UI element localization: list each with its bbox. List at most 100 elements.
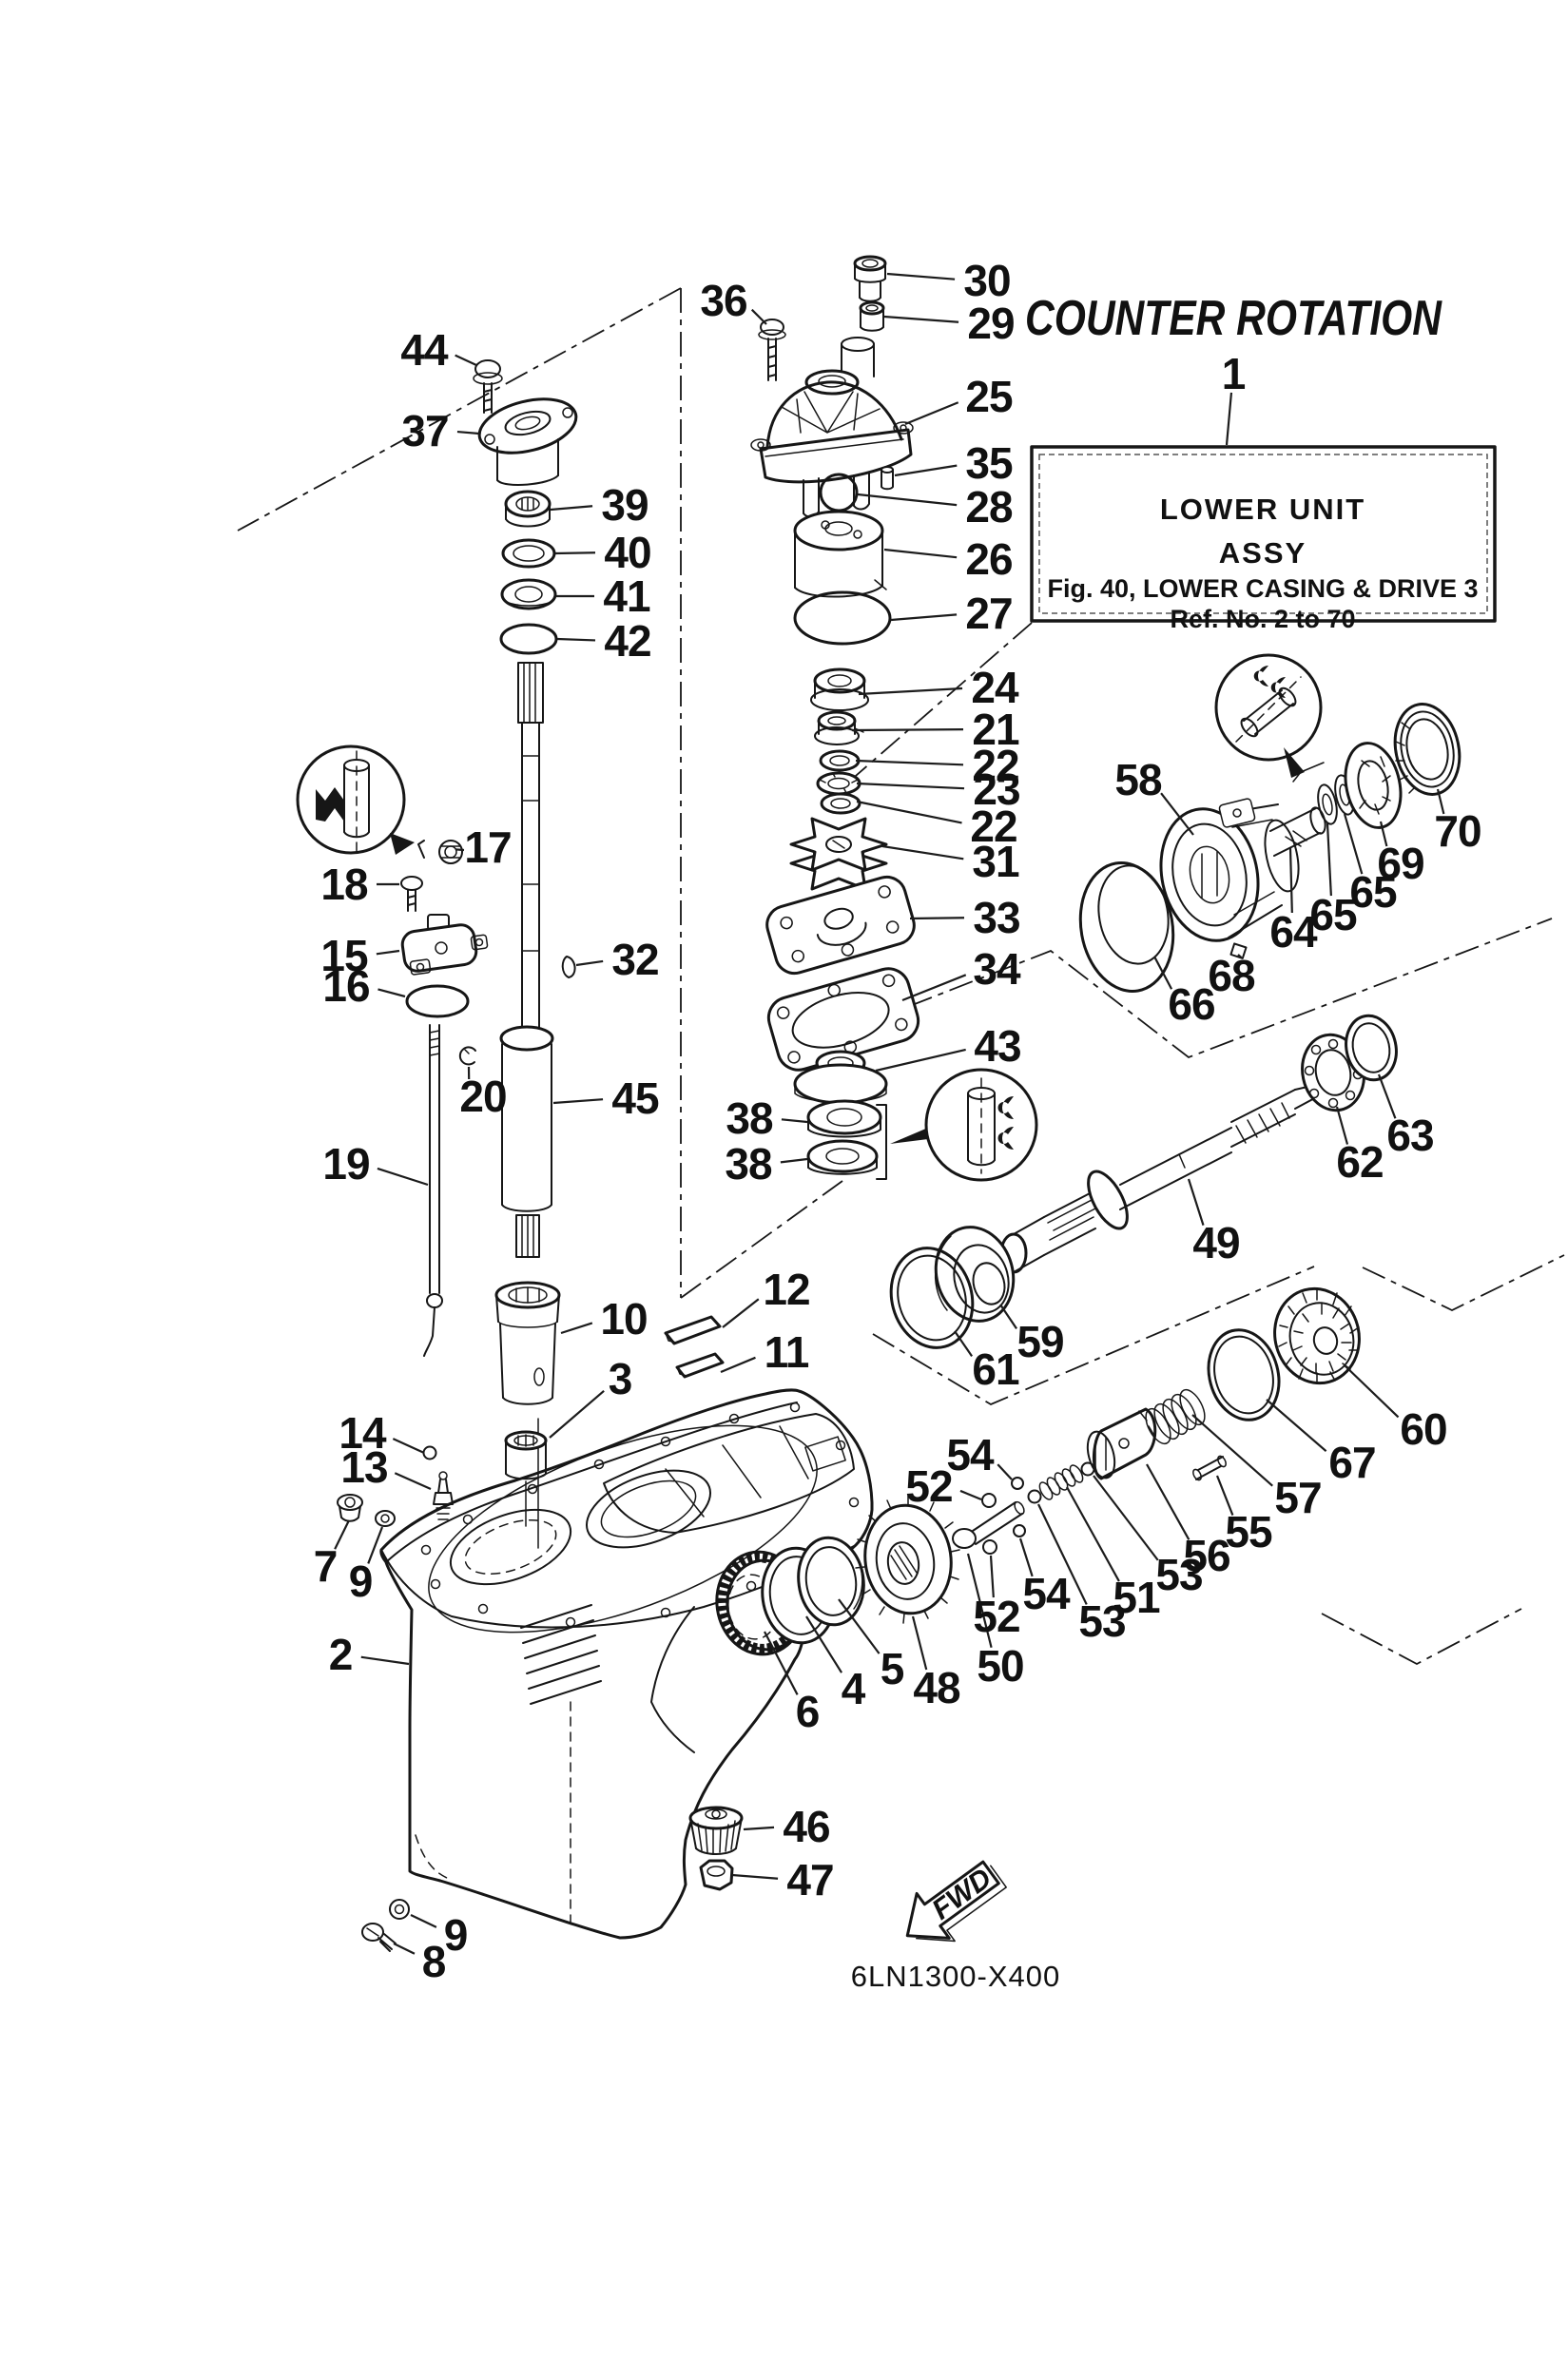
callout-66: 66 [1168, 979, 1214, 1029]
part-52a-ball [981, 1493, 997, 1508]
leader-35 [894, 464, 958, 477]
leader-68 [1237, 954, 1243, 958]
leader-52b [989, 1555, 995, 1598]
leader-32 [575, 959, 604, 967]
callout-41: 41 [603, 571, 650, 621]
leader-14 [392, 1438, 425, 1455]
deck-bores [449, 1469, 712, 1586]
part-20-e-clip [458, 1046, 476, 1066]
part-9b-washer [389, 1899, 410, 1920]
leader-37 [456, 430, 480, 435]
callout-4: 4 [842, 1664, 866, 1713]
callout-23: 23 [973, 764, 1019, 814]
leader-42 [556, 637, 596, 642]
leader-29 [883, 315, 959, 323]
callout-36: 36 [700, 276, 746, 325]
leader-54a [997, 1463, 1013, 1480]
part-38a-bearing [806, 1099, 882, 1138]
leader-25 [904, 401, 959, 426]
leader-9a [367, 1526, 384, 1564]
clip-mark-icon [316, 787, 344, 822]
part-24-oil-seal-cup [810, 667, 869, 711]
callout-44: 44 [400, 325, 449, 375]
part-45-drive-shaft [499, 662, 554, 1258]
part-53b-ball [1027, 1489, 1042, 1504]
leader-62 [1335, 1106, 1349, 1145]
leader-53a [1093, 1475, 1159, 1561]
part-50-shift-plunger [952, 1500, 1025, 1549]
part-44-bolt [473, 359, 503, 414]
leader-12 [722, 1298, 760, 1328]
part-54a-ball [1011, 1477, 1024, 1490]
callout-17: 17 [464, 822, 511, 872]
callout-63: 63 [1386, 1111, 1433, 1160]
drawing-code: 6LN1300-X400 [851, 1960, 1061, 1993]
leader-21 [851, 728, 964, 732]
part-33-outer-plate [765, 875, 916, 976]
callout-2: 2 [329, 1630, 353, 1679]
part-55-pin [1192, 1455, 1227, 1481]
callout-10: 10 [600, 1294, 647, 1344]
part-31-impeller [789, 817, 888, 891]
leader-8 [393, 1943, 416, 1955]
callout-62: 62 [1336, 1137, 1383, 1187]
info-box-line3: Fig. 40, LOWER CASING & DRIVE 3 [1047, 574, 1478, 603]
part-3-bushing [504, 1430, 548, 1480]
leader-38a [781, 1118, 808, 1124]
pointer-arrow-icon [890, 1128, 928, 1144]
leader-54b [1018, 1537, 1034, 1577]
callout-58: 58 [1114, 755, 1162, 804]
leader-65a [1343, 813, 1364, 875]
page-title: COUNTER ROTATION [1025, 291, 1442, 346]
callout-18: 18 [320, 860, 368, 909]
leader-38b [780, 1157, 808, 1164]
callout-38a: 38 [726, 1093, 773, 1143]
leader-10 [560, 1322, 593, 1335]
leader-7 [334, 1519, 350, 1550]
leader-50 [966, 1553, 993, 1649]
leader-22a [855, 759, 964, 766]
part-35-dowel-pin [881, 466, 894, 491]
pointer-arrow-icon [390, 833, 415, 855]
leader-67 [1266, 1399, 1327, 1453]
callout-40: 40 [604, 528, 650, 577]
part-64-shaft-extension [1269, 806, 1326, 857]
leader-60 [1344, 1364, 1400, 1419]
callout-6: 6 [796, 1687, 820, 1736]
part-69-key-washer [1344, 742, 1403, 829]
callout-39: 39 [601, 480, 648, 530]
callout-8: 8 [422, 1937, 446, 1986]
info-box-outer [1030, 445, 1497, 623]
callout-11: 11 [765, 1327, 809, 1377]
callout-69: 69 [1377, 839, 1423, 888]
pointer-arrow-icon [1284, 747, 1305, 778]
callout-35: 35 [965, 438, 1013, 488]
part-13-grease-nipple [433, 1471, 454, 1520]
callout-30: 30 [963, 256, 1010, 305]
callout-22a: 22 [972, 741, 1018, 790]
deck-bolt-holes [420, 1402, 860, 1628]
callout-12: 12 [763, 1265, 809, 1314]
callout-34: 34 [973, 944, 1021, 994]
leader-65b [1326, 822, 1332, 897]
section-boundary-lines [237, 287, 1565, 1666]
leader-48 [911, 1615, 928, 1671]
info-box-line2: ASSY [1219, 536, 1307, 570]
callout-42: 42 [604, 616, 650, 666]
callout-16: 16 [322, 961, 369, 1011]
callout-38b: 38 [725, 1139, 772, 1189]
callout-70: 70 [1434, 806, 1481, 856]
part-17-nut [438, 840, 463, 864]
callout-27: 27 [965, 589, 1012, 638]
part-27-o-ring-large [793, 590, 892, 646]
leader-4 [805, 1615, 843, 1673]
part-26-insert-cartridge [793, 510, 887, 598]
callout-31: 31 [972, 837, 1019, 886]
part-46-pinion-gear [688, 1806, 744, 1855]
callout-26: 26 [965, 534, 1012, 584]
part-51-detent-spring [1038, 1464, 1084, 1500]
callout-24: 24 [971, 663, 1019, 712]
part-16-o-ring [405, 984, 470, 1018]
leader-61 [954, 1330, 974, 1358]
